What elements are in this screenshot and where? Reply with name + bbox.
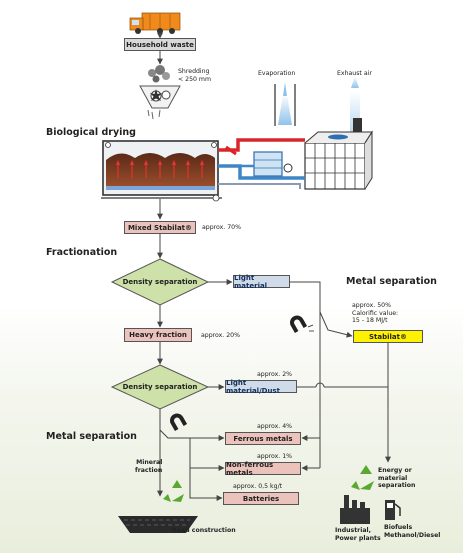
fractionation-heading: Fractionation <box>46 247 118 258</box>
evaporation-vent-icon <box>274 82 296 126</box>
biofilter-unit-icon <box>304 130 373 190</box>
heat-exchanger-icon <box>253 151 293 177</box>
heavy-fraction-box: Heavy fraction <box>124 328 192 342</box>
approx-1-label: approx. 1% <box>257 453 293 460</box>
shredder-icon <box>139 65 181 120</box>
industrial-plant-icon <box>340 495 370 524</box>
metal-separation-right-heading: Metal separation <box>346 276 437 287</box>
drying-hall-icon <box>101 140 222 202</box>
biological-drying-heading: Biological drying <box>46 127 136 138</box>
density-separation-2-label: Density separation <box>122 383 198 391</box>
shredding-label: Shredding < 250 mm <box>178 68 211 83</box>
road-icon <box>118 516 198 533</box>
road-construction-label: Road construction <box>172 527 236 534</box>
garbage-truck-icon <box>129 12 181 34</box>
mixed-stabilat-box: Mixed Stabilat® <box>124 221 196 234</box>
household-waste-box: Household waste <box>124 38 196 51</box>
biofuels-label: Biofuels Methanol/Diesel <box>384 524 441 539</box>
magnet-icon-right <box>290 315 314 333</box>
evaporation-label: Evaporation <box>258 70 296 77</box>
non-ferrous-metals-box: Non-ferrous metals <box>225 461 301 477</box>
approx-70-label: approx. 70% <box>202 224 241 231</box>
stabilat-specs-label: approx. 50% Calorific value: 15 - 18 MJ/… <box>352 302 399 324</box>
mineral-fraction-label: Mineral fraction <box>135 459 163 474</box>
fuel-pump-icon <box>385 500 401 520</box>
recycle-icon-left <box>163 480 184 502</box>
exhaust-air-label: Exhaust air <box>337 70 372 77</box>
stabilat-box: Stabilat® <box>353 330 423 343</box>
approx-2-label: approx. 2% <box>257 371 293 378</box>
ferrous-metals-box: Ferrous metals <box>225 432 301 445</box>
density-separation-1-label: Density separation <box>122 278 198 286</box>
batteries-rate-label: approx. 0,5 kg/t <box>233 483 283 490</box>
light-material-dust-box: Light material/Dust <box>225 379 297 395</box>
light-material-box: Light material <box>233 274 290 290</box>
approx-4-label: approx. 4% <box>257 423 293 430</box>
industrial-label: Industrial, Power plants <box>335 527 381 542</box>
energy-separation-label: Energy or material separation <box>378 467 416 489</box>
recycle-icon-right <box>351 465 374 490</box>
magnet-icon-left <box>170 413 188 431</box>
approx-20-label: approx. 20% <box>201 332 240 339</box>
metal-separation-left-heading: Metal separation <box>46 431 137 442</box>
batteries-box: Batteries <box>223 492 299 505</box>
